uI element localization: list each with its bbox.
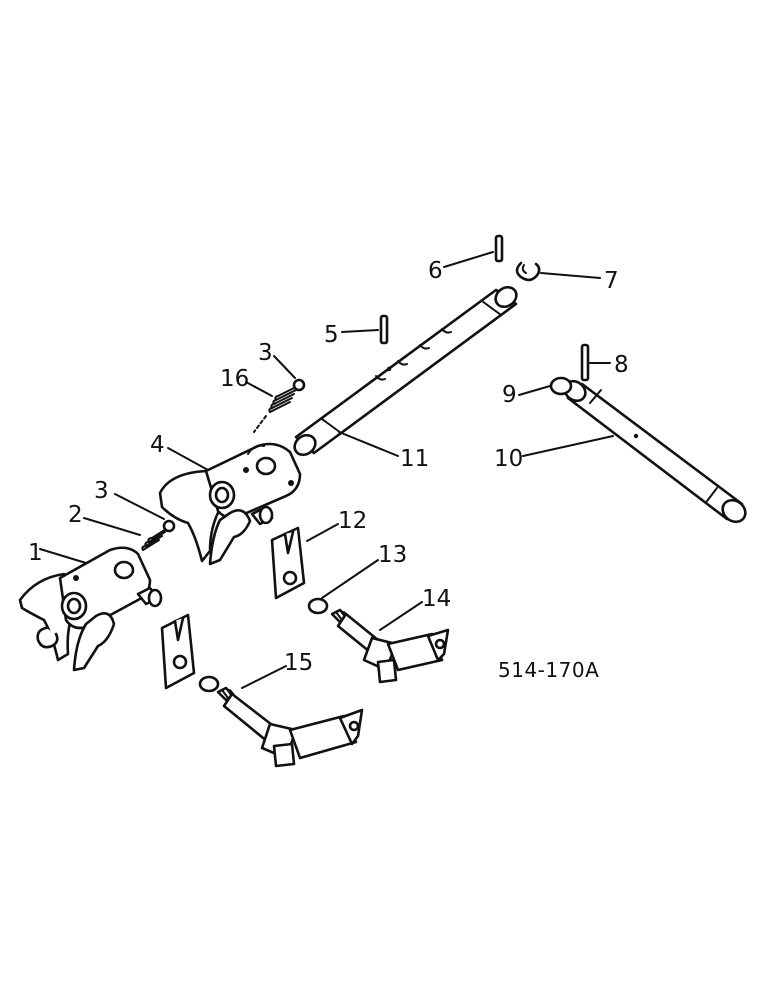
part-14-shift-lever <box>330 608 450 684</box>
part-5-pin <box>379 314 389 345</box>
lock-plate-lower <box>160 613 196 690</box>
callout-15: 15 <box>284 650 313 676</box>
leader-5 <box>341 329 379 333</box>
callout-7: 7 <box>604 268 619 294</box>
leader-1 <box>39 548 87 564</box>
part-3-ball-lower <box>162 519 176 533</box>
leader-12 <box>306 523 339 542</box>
callout-16: 16 <box>220 366 249 392</box>
callout-13: 13 <box>378 542 407 568</box>
snap-ring-left <box>36 626 59 649</box>
leader-13 <box>321 559 379 599</box>
part-11-shift-rail <box>293 285 518 457</box>
part-3-ball-upper <box>292 378 306 392</box>
callout-3-lower: 3 <box>94 478 109 504</box>
leader-lines <box>39 251 614 689</box>
o-ring-lower <box>198 675 220 693</box>
leader-7 <box>540 272 601 279</box>
leader-10 <box>522 435 614 457</box>
callout-8: 8 <box>614 352 629 378</box>
leader-3-upper <box>273 355 296 379</box>
assembly-line-upper <box>253 415 267 433</box>
callout-12: 12 <box>338 508 367 534</box>
leader-6 <box>443 251 494 268</box>
leader-2 <box>83 517 141 536</box>
callout-1: 1 <box>28 540 43 566</box>
callout-2: 2 <box>68 502 83 528</box>
part-9-o-ring <box>549 376 573 396</box>
leader-11 <box>338 431 399 457</box>
part-15-shift-lever <box>216 686 364 768</box>
leader-3-lower <box>114 493 165 520</box>
part-12-lock-plate <box>270 526 306 600</box>
part-4-shift-fork <box>158 442 302 566</box>
leader-15 <box>241 665 287 689</box>
part-7-snap-ring <box>515 261 541 282</box>
part-6-pin <box>494 234 504 263</box>
part-8-pin <box>580 343 590 382</box>
part-16-spring-upper <box>268 386 297 413</box>
leader-4 <box>167 447 209 471</box>
callout-11: 11 <box>400 446 429 472</box>
drawing-reference-number: 514-170A <box>498 658 599 682</box>
callout-3-upper: 3 <box>258 340 273 366</box>
callout-14: 14 <box>422 586 451 612</box>
callout-5: 5 <box>324 322 339 348</box>
leader-14 <box>379 601 423 631</box>
callout-6: 6 <box>428 258 443 284</box>
part-10-shift-rail <box>563 379 747 524</box>
leader-16 <box>245 381 273 397</box>
callout-labels: 1 2 3 3 4 5 6 7 8 9 10 11 12 13 14 15 16 <box>28 258 629 676</box>
part-13-o-ring <box>307 597 329 615</box>
callout-10: 10 <box>494 446 523 472</box>
part-1-shift-fork <box>18 546 163 672</box>
callout-9: 9 <box>502 382 517 408</box>
callout-4: 4 <box>150 432 165 458</box>
part-2-spring <box>141 528 167 551</box>
leader-9 <box>518 385 551 396</box>
